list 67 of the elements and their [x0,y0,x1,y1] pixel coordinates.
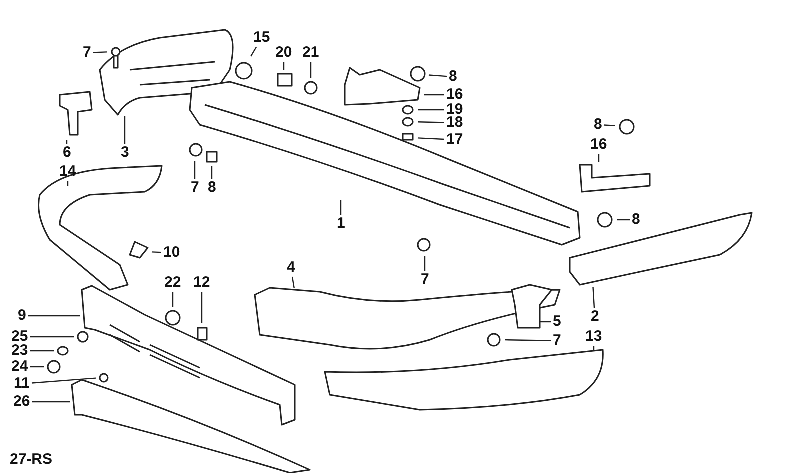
callout-number: 17 [446,132,464,148]
callout-number: 20 [276,45,292,61]
leader-line [598,154,600,162]
callout-number: 10 [164,245,180,261]
callout-number: 21 [302,45,320,61]
leader-line [424,256,426,271]
leader-line [211,166,213,179]
callout-number: 13 [586,329,602,345]
callout-number: 8 [632,212,640,228]
leader-line [30,336,74,338]
callout-number: 7 [553,333,562,349]
leader-line [201,292,203,323]
leader-line [92,52,108,54]
leader-line [428,74,448,78]
callout-number: 2 [591,309,600,325]
leader-line [67,181,69,186]
callout-number: 12 [194,275,210,291]
leader-line [172,292,174,307]
callout-number: 8 [208,180,216,196]
callout-number: 19 [446,102,464,118]
leader-line [617,219,630,221]
leader-line [418,109,444,111]
callout-number: 16 [446,87,464,103]
leader-line [66,140,68,144]
callout-number: 15 [254,30,270,46]
leader-line [194,161,196,179]
callout-number: 14 [60,164,76,180]
leader-line [30,350,54,352]
leader-line [418,138,445,140]
callout-number: 5 [553,314,562,330]
callout-number: 25 [12,329,28,345]
leader-line [604,124,616,126]
leader-line [592,286,596,308]
callout-number: 22 [164,275,182,291]
leader-line [124,116,126,144]
callout-number: 7 [191,180,200,196]
callout-number: 26 [14,394,30,410]
callout-number: 9 [18,308,26,324]
leader-line [28,315,80,317]
leader-line [418,122,445,124]
leader-line [152,252,162,254]
leader-line [32,401,70,403]
callout-number: 8 [449,69,458,85]
callout-number: 11 [14,376,30,392]
callout-number: 6 [63,145,72,161]
leader-line [30,366,44,368]
callout-number: 23 [12,343,28,359]
leader-line [340,200,342,215]
callout-number: 16 [590,137,608,153]
callout-number: 7 [83,45,92,61]
callout-number: 1 [337,216,346,232]
drawing-code: 27-RS [10,452,53,468]
leader-line [593,346,595,351]
callout-number: 3 [121,145,130,161]
leader-line [283,62,285,70]
leader-line [32,378,96,384]
callout-number: 18 [446,115,464,131]
leader-line [292,276,295,288]
leader-line [539,321,551,323]
callout-number: 24 [12,359,28,375]
callout-number: 8 [594,117,602,133]
leader-line [250,46,258,57]
leader-line [424,94,444,96]
leader-line [310,62,312,78]
callout-number: 4 [287,260,296,276]
callout-number: 7 [421,272,430,288]
leader-line [504,339,552,342]
